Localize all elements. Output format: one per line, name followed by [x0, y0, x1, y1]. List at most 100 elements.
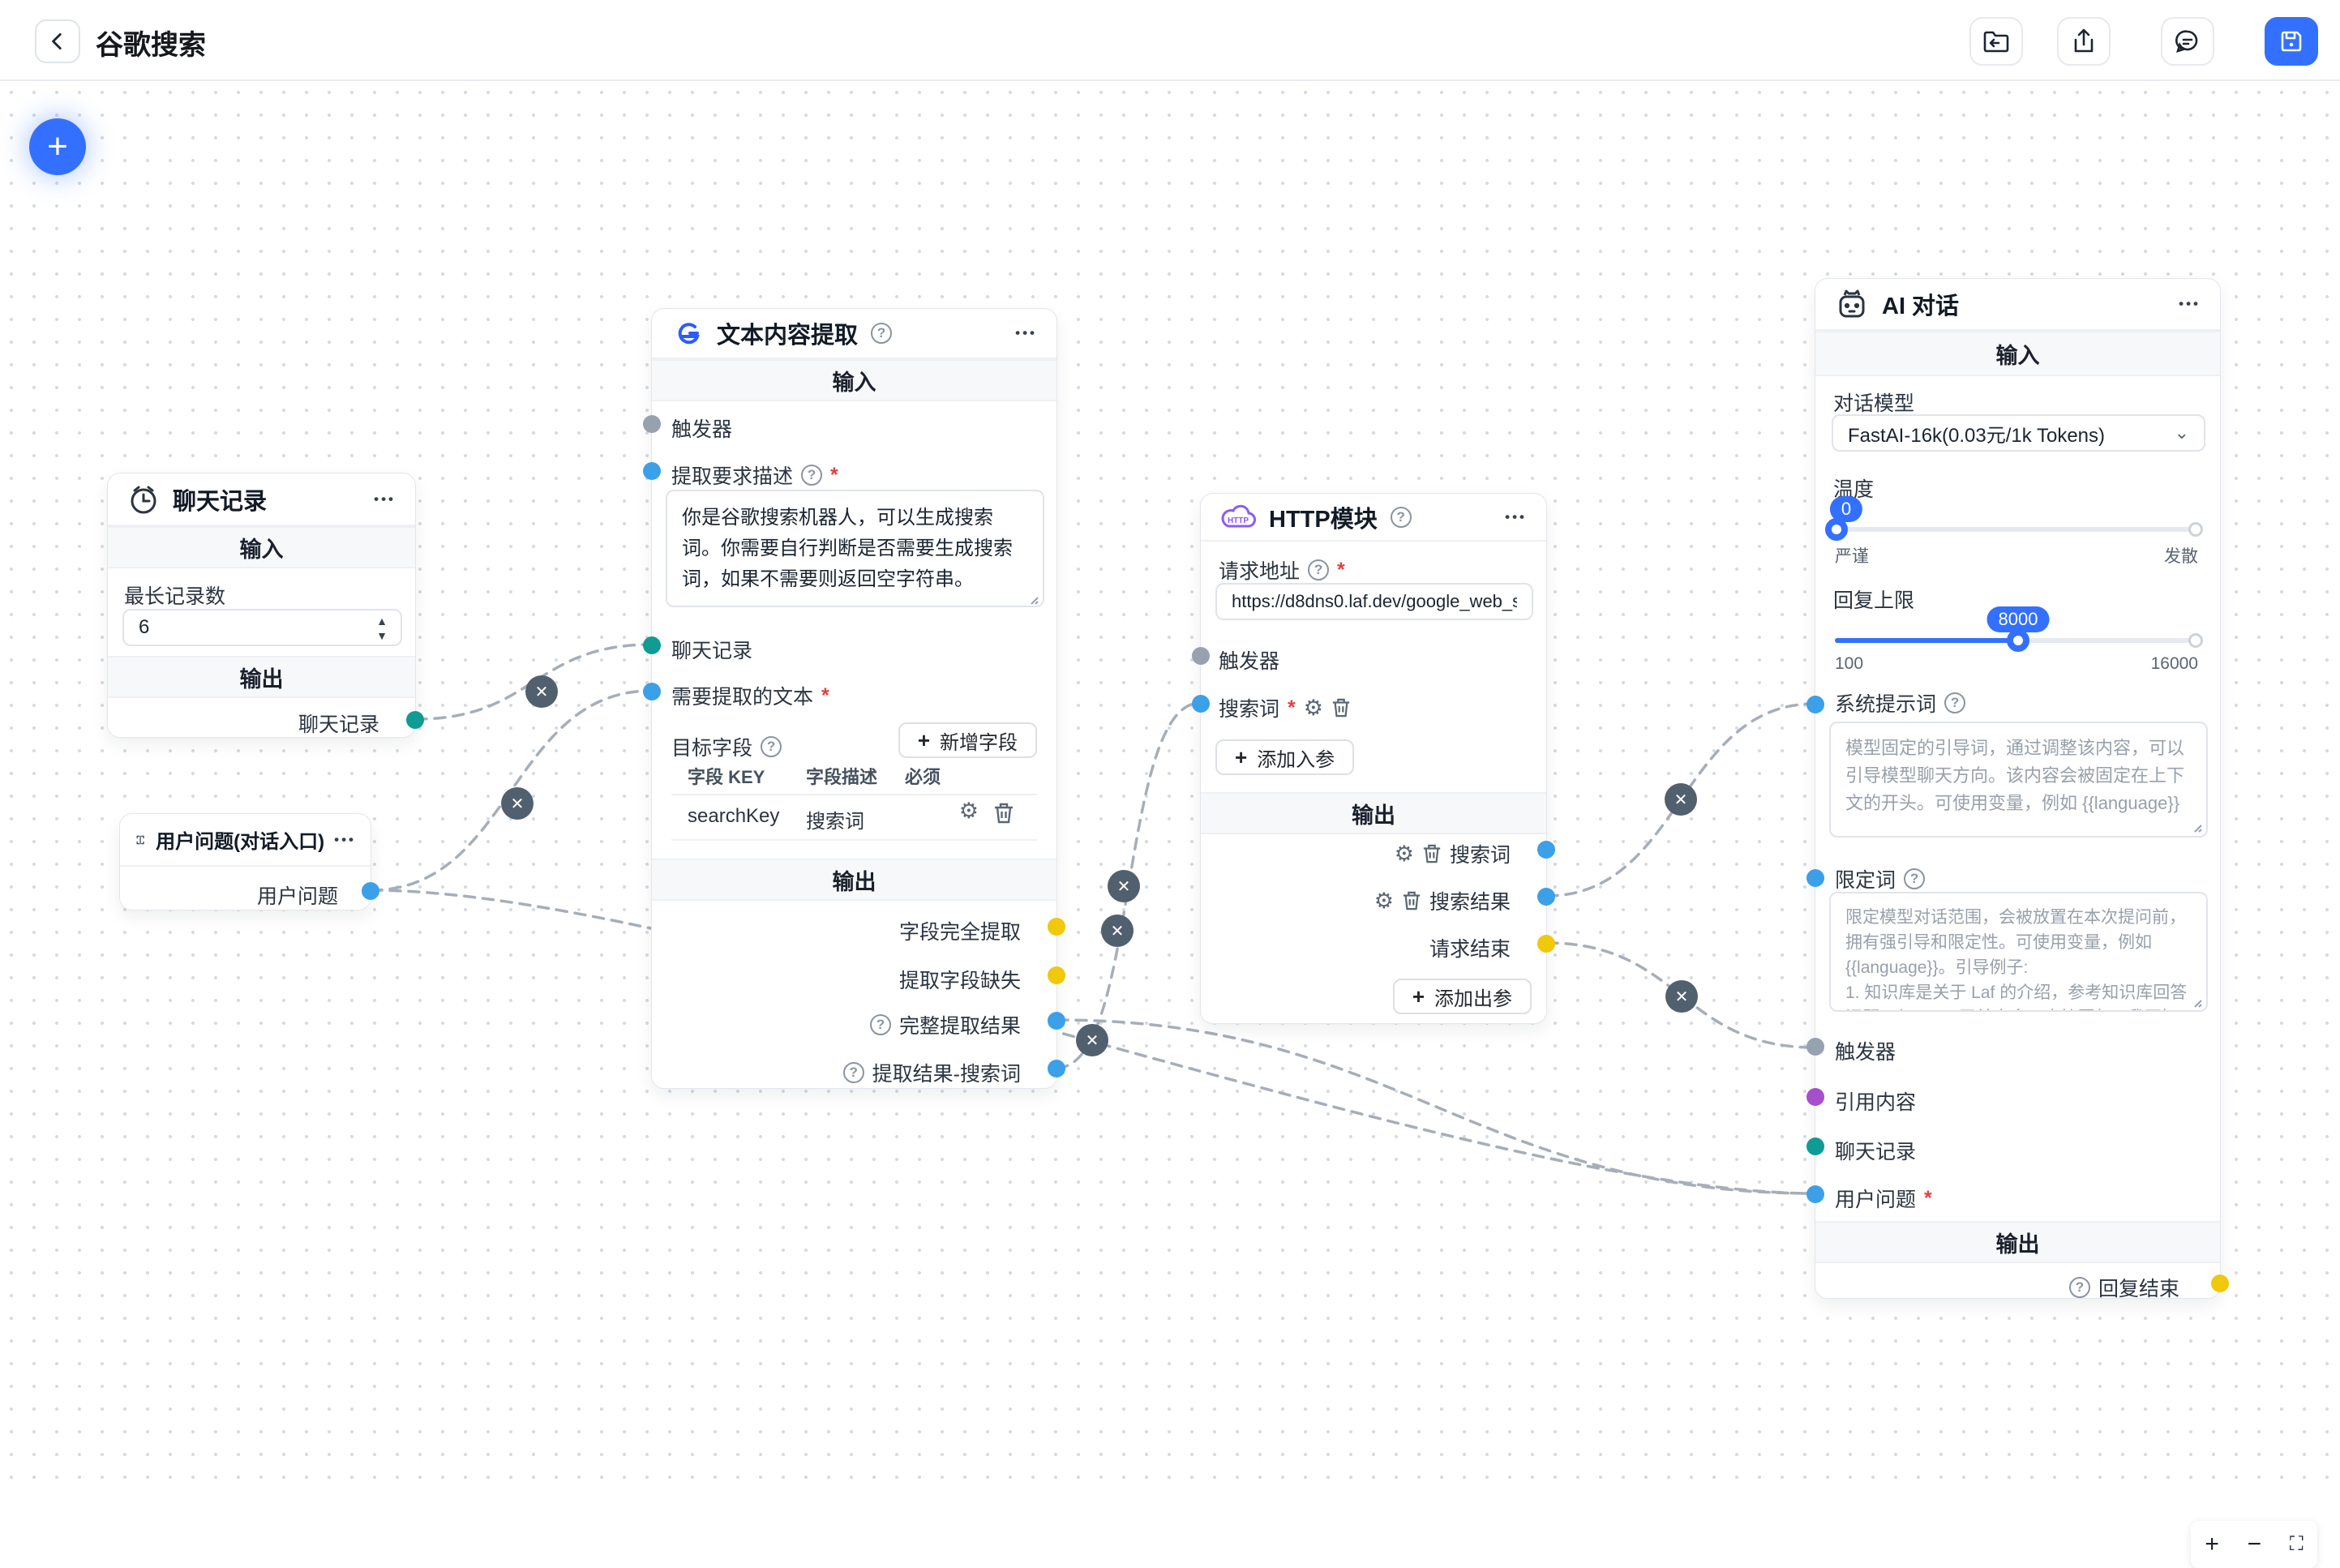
save-button[interactable]: [2265, 17, 2318, 66]
zoom-out-button[interactable]: −: [2247, 1531, 2262, 1557]
help-icon[interactable]: [871, 323, 893, 344]
port-label-chat-history: 聊天记录: [671, 640, 753, 662]
input-port-system-prompt[interactable]: [1806, 696, 1824, 713]
help-icon[interactable]: [842, 1062, 864, 1083]
slider-end-icon: [2188, 633, 2203, 648]
required-star: *: [821, 683, 829, 707]
input-port-user-question[interactable]: [1806, 1185, 1824, 1203]
model-select[interactable]: FastAI-16k(0.03元/1k Tokens) ⌄: [1832, 414, 2205, 452]
node-chat-history[interactable]: 聊天记录 ••• 输入 最长记录数 ▲▼ 输出 聊天记录: [107, 473, 424, 738]
input-port-trigger[interactable]: [643, 415, 661, 433]
edge-delete-button[interactable]: ✕: [501, 787, 534, 820]
required-star: *: [1924, 1186, 1932, 1210]
input-port-chat-history[interactable]: [643, 636, 661, 654]
field-delete-icon[interactable]: [993, 802, 1014, 825]
output-port-search-word[interactable]: [1537, 841, 1555, 859]
param-settings-icon[interactable]: ⚙: [1303, 695, 1323, 720]
node-menu-button[interactable]: •••: [1015, 325, 1037, 341]
output-port-chat-history[interactable]: [406, 711, 424, 729]
back-button[interactable]: [35, 19, 80, 63]
temperature-max-label: 发散: [2164, 547, 2198, 566]
output-port-request-end[interactable]: [1537, 935, 1555, 953]
port-label-chat-history: 聊天记录: [1835, 1141, 1917, 1163]
required-star: *: [1337, 558, 1345, 581]
zoom-in-button[interactable]: +: [2205, 1531, 2219, 1557]
out-delete-icon[interactable]: [1422, 843, 1442, 864]
edge-delete-button[interactable]: ✕: [1076, 1024, 1108, 1056]
edge-delete-button[interactable]: ✕: [1665, 783, 1697, 816]
edge-delete-button[interactable]: ✕: [525, 675, 558, 708]
max-records-input[interactable]: [122, 609, 402, 646]
node-text-extract[interactable]: 文本内容提取 ••• 输入 触发器 提取要求描述 * 你是谷歌搜索机器人，可以生…: [643, 308, 1065, 1089]
user-question-text: 用户问题: [1835, 1189, 1917, 1211]
add-node-button[interactable]: +: [29, 118, 86, 175]
node-ai-chat[interactable]: AI 对话 ••• 输入 对话模型 FastAI-16k(0.03元/1k To…: [1806, 278, 2229, 1300]
node-menu-button[interactable]: •••: [1505, 508, 1527, 525]
input-section-header: 输入: [108, 526, 415, 568]
field-settings-icon[interactable]: ⚙: [958, 799, 979, 823]
output-port-fields-missing[interactable]: [1048, 966, 1065, 984]
output-port-search-result[interactable]: [1537, 888, 1555, 906]
output-port-user-question[interactable]: [362, 882, 379, 900]
help-icon[interactable]: [1944, 692, 1966, 713]
node-http-module[interactable]: HTTP HTTP模块 ••• 请求地址 * 触发器 搜索词* ⚙ + 添加入参…: [1192, 493, 1555, 1024]
out-settings-icon[interactable]: ⚙: [1374, 888, 1394, 913]
help-icon[interactable]: [869, 1014, 891, 1035]
node-menu-button[interactable]: •••: [2179, 296, 2201, 311]
output-port-reply-end[interactable]: [2211, 1275, 2229, 1292]
url-label: 请求地址 *: [1219, 555, 1345, 585]
help-icon[interactable]: [1308, 559, 1330, 581]
add-field-button[interactable]: + 新增字段: [898, 722, 1037, 758]
temperature-min-label: 严谨: [1835, 547, 1869, 566]
output-port-full-result[interactable]: [1048, 1012, 1065, 1030]
add-field-label: 新增字段: [940, 731, 1018, 754]
help-icon[interactable]: [1904, 868, 1926, 889]
input-port-trigger[interactable]: [1806, 1038, 1824, 1056]
node-user-question[interactable]: 用户问题(对话入口) ••• 用户问题: [119, 813, 379, 910]
edge-delete-button[interactable]: ✕: [1101, 915, 1134, 947]
help-icon[interactable]: [1390, 506, 1412, 528]
system-prompt-textarea[interactable]: [1829, 722, 2208, 838]
export-button[interactable]: [2057, 17, 2111, 66]
limit-textarea[interactable]: [1829, 892, 2208, 1012]
node-title: 用户问题(对话入口): [156, 831, 325, 853]
help-icon[interactable]: [761, 736, 782, 757]
node-title: HTTP模块: [1269, 506, 1378, 533]
help-icon[interactable]: [2068, 1277, 2090, 1298]
input-port-trigger[interactable]: [1192, 647, 1210, 665]
edge-delete-button[interactable]: ✕: [1108, 870, 1140, 902]
max-reply-slider[interactable]: [1835, 629, 2203, 652]
fullscreen-button[interactable]: ⛶: [2289, 1533, 2304, 1555]
workflow-canvas[interactable]: + 聊天记录 ••• 输入 最长记录数 ▲▼ 输出 聊天记录 用户问题(对话入口…: [0, 81, 2340, 1568]
chat-test-button[interactable]: [2161, 17, 2214, 66]
add-input-param-button[interactable]: + 添加入参: [1215, 739, 1355, 775]
temperature-slider[interactable]: [1825, 518, 2203, 541]
output-port-fields-complete[interactable]: [1048, 918, 1065, 936]
number-stepper[interactable]: ▲▼: [376, 615, 388, 642]
output-port-search-key-result[interactable]: [1048, 1060, 1065, 1077]
node-menu-button[interactable]: •••: [334, 831, 356, 847]
column-header-required: 必须: [905, 767, 941, 787]
add-output-param-button[interactable]: + 添加出参: [1392, 979, 1532, 1014]
out-settings-icon[interactable]: ⚙: [1394, 841, 1414, 866]
input-port-search-word[interactable]: [1192, 695, 1210, 713]
node-menu-button[interactable]: •••: [374, 491, 396, 507]
help-icon[interactable]: [801, 465, 823, 486]
input-port-quote[interactable]: [1806, 1088, 1824, 1106]
target-fields-label: 目标字段: [671, 732, 782, 761]
temperature-slider-handle[interactable]: [1825, 518, 1848, 541]
input-port-limit[interactable]: [1806, 869, 1824, 887]
input-port-extract-desc[interactable]: [643, 462, 661, 480]
param-delete-icon[interactable]: [1331, 697, 1351, 718]
input-port-chat-history[interactable]: [1806, 1137, 1824, 1155]
out-delete-icon[interactable]: [1402, 890, 1421, 911]
open-app-button[interactable]: [1969, 17, 2023, 66]
connection-edge[interactable]: [1056, 1018, 1816, 1195]
extract-desc-textarea[interactable]: 你是谷歌搜索机器人，可以生成搜索词。你需要自行判断是否需要生成搜索词，如果不需要…: [666, 490, 1044, 607]
url-input[interactable]: [1215, 583, 1533, 620]
add-output-param-label: 添加出参: [1434, 987, 1512, 1010]
input-port-text-to-extract[interactable]: [643, 683, 661, 700]
max-reply-slider-handle[interactable]: [2007, 629, 2029, 652]
port-label-request-end: 请求结束: [1429, 938, 1511, 961]
edge-delete-button[interactable]: ✕: [1665, 980, 1698, 1013]
